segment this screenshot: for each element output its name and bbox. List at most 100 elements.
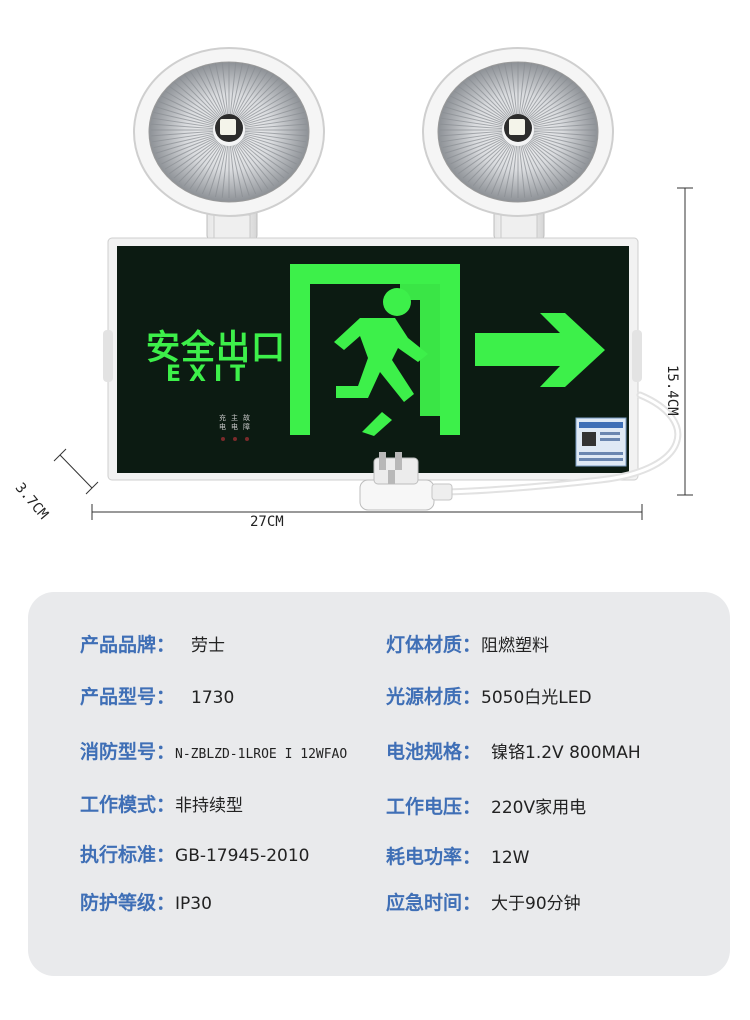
reflector-ridge <box>527 141 569 183</box>
reflector-ridge <box>232 145 250 196</box>
reflector-ridge <box>497 64 515 115</box>
spec-row-standard: 执行标准： GB-17945-2010 <box>80 840 309 867</box>
spec-key: 灯体材质： <box>386 634 482 656</box>
indicator-leds <box>221 437 249 441</box>
reflector-ridge <box>440 130 503 137</box>
reflector-ridge <box>164 90 217 122</box>
reflector-ridge <box>441 132 503 143</box>
spec-value: 5050白光LED <box>481 688 592 708</box>
reflector-ridge <box>240 139 290 175</box>
reflector-ridge <box>457 85 507 121</box>
reflector-ridge <box>520 62 533 115</box>
reflector-ridge <box>244 133 305 149</box>
reflector-ridge <box>467 77 509 119</box>
reflector-ridge <box>232 64 250 115</box>
reflector-ridge <box>244 130 307 137</box>
reflector-ridge <box>195 68 223 116</box>
spec-row-battery: 电池规格： 镍铬1.2V 800MAH <box>386 737 641 764</box>
certificate-sticker <box>575 417 627 467</box>
reflector-ridge <box>183 142 221 187</box>
spec-value: 12W <box>491 848 530 868</box>
reflector-ridge <box>161 95 216 123</box>
height-dimension-label: 15.4CM <box>664 365 680 416</box>
sign-title-en: EXIT <box>166 362 254 387</box>
spec-row-protection: 防护等级： IP30 <box>80 888 212 915</box>
reflector-ridge <box>528 81 574 120</box>
reflector-ridge <box>478 70 511 117</box>
reflector-ridge <box>527 77 569 119</box>
reflector-ridge <box>243 134 303 154</box>
reflector-ridge <box>189 143 222 190</box>
reflector-ridge <box>533 117 595 128</box>
reflector-ridge <box>444 134 504 154</box>
reflector-ridge <box>229 145 237 198</box>
reflector-ridge <box>529 139 579 175</box>
reflector-ridge <box>518 145 526 198</box>
reflector-ridge <box>214 62 227 115</box>
dimension-lines <box>53 187 693 520</box>
reflector-ridge <box>472 142 510 187</box>
power-plug-icon <box>359 452 453 511</box>
reflector-ridge <box>234 144 257 195</box>
reflector-ridge <box>158 136 215 160</box>
reflector-ridge <box>241 138 294 170</box>
spec-row-light-source: 光源材质： 5050白光LED <box>386 682 592 709</box>
reflector-ridge <box>444 106 504 126</box>
width-dimension-label: 27CM <box>250 514 284 530</box>
reflector-ridge <box>201 144 224 195</box>
reflector-ridge <box>523 144 546 195</box>
reflector-ridge <box>201 65 224 116</box>
reflector-ridge <box>173 81 219 120</box>
reflector-ridge <box>168 85 218 121</box>
reflector-ridge <box>503 145 516 198</box>
reflector-ridge <box>189 70 222 117</box>
reflector-ridge <box>526 73 564 118</box>
reflector-ridge <box>234 65 257 116</box>
reflector-ridge <box>153 133 214 149</box>
reflector-ridge <box>533 133 594 149</box>
reflector-ridge <box>529 85 579 121</box>
spec-key: 执行标准： <box>80 844 176 866</box>
reflector-ridge <box>237 142 275 187</box>
reflector-ridge <box>462 81 508 120</box>
spec-key: 工作电压： <box>386 796 482 818</box>
reflector-ridge <box>152 132 214 143</box>
reflector-ridge <box>241 90 294 122</box>
left-lamp-head <box>133 47 325 242</box>
reflector-ridge <box>525 70 558 117</box>
sign-title-cn: 安全出口 <box>146 328 286 368</box>
reflector-ridge <box>533 130 596 137</box>
reflector-ridge <box>173 140 219 179</box>
spec-value: 220V家用电 <box>491 798 587 818</box>
reflector-ridge <box>164 138 217 170</box>
reflector-ridge <box>484 144 512 192</box>
emergency-light-drawing <box>53 47 693 520</box>
spec-key: 防护等级： <box>80 892 176 914</box>
spec-panel: 产品品牌： 劳士 产品型号： 1730 消防型号： N-ZBLZD-1LROE … <box>28 592 730 976</box>
reflector-ridge <box>457 139 507 175</box>
spec-row-voltage: 工作电压： 220V家用电 <box>386 792 586 819</box>
reflector-ridge <box>161 137 216 165</box>
reflector-ridge <box>236 143 269 190</box>
spec-key: 应急时间： <box>386 892 482 914</box>
indicator-label-fault: 故障 <box>243 414 250 431</box>
reflector-ridge <box>518 62 526 115</box>
reflector-ridge <box>235 144 263 192</box>
right-lamp-head <box>422 47 614 242</box>
reflector-ridge <box>497 145 515 196</box>
right-arrow-icon <box>475 313 605 387</box>
reflector-ridge <box>484 68 512 116</box>
reflector-ridge <box>236 70 269 117</box>
reflector-ridge <box>441 117 503 128</box>
reflector-ridge <box>447 136 504 160</box>
spec-row-brand: 产品品牌： 劳士 <box>80 630 225 657</box>
spec-key: 光源材质： <box>386 686 482 708</box>
running-man-door-icon <box>290 264 460 436</box>
reflector-ridge <box>178 141 220 183</box>
spec-value: 劳士 <box>191 636 226 656</box>
reflector-ridge <box>243 100 300 124</box>
reflector-ridge <box>195 144 223 192</box>
reflector-ridge <box>478 143 511 190</box>
spec-row-body-material: 灯体材质： 阻燃塑料 <box>386 630 549 657</box>
reflector-ridge <box>238 141 280 183</box>
